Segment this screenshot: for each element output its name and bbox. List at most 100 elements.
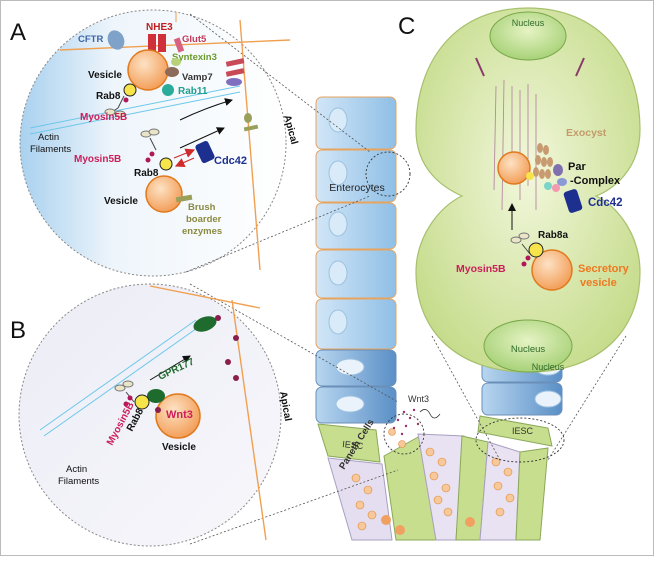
- nhe3-transporter: [158, 34, 166, 52]
- apical-label-b: Apical: [277, 391, 293, 423]
- zoom-target: [383, 413, 425, 455]
- enterocytes-label: Enterocytes: [329, 182, 384, 194]
- brush-enzyme: [244, 113, 252, 123]
- nhe3-transporter: [148, 34, 156, 52]
- cdc42-label-c: Cdc42: [588, 197, 623, 209]
- cargo-protein: [225, 58, 245, 67]
- transport-arrow: [149, 355, 191, 381]
- brush-enzyme: [243, 124, 259, 132]
- rab8-bottom-label: Rab8: [134, 168, 159, 179]
- myosin5b-top-label: Myosin5B: [80, 112, 127, 123]
- membrane-mark: [475, 57, 485, 77]
- vesicle-bottom: [145, 175, 183, 213]
- secretory-vesicle: [531, 249, 573, 291]
- myosin5b-bottom-label: Myosin5B: [74, 154, 121, 165]
- rab8a-docked: [526, 172, 534, 180]
- nucleus: [328, 160, 348, 186]
- panel-a: A NHE3 CFTR Glut5 Syntexin3 Vesicle Vamp…: [10, 9, 411, 277]
- rab11-protein: [162, 84, 174, 96]
- vesicle-docked: [497, 151, 531, 185]
- syntaxin3-label: Syntexin3: [172, 52, 217, 63]
- nucleus-bottom: [483, 319, 573, 373]
- complex-label: -Complex: [570, 175, 621, 187]
- rab8-protein-bottom: [159, 157, 173, 171]
- paneth-granules: [351, 428, 515, 531]
- rab8-top-label: Rab8: [96, 91, 121, 102]
- secretory-cell: [415, 7, 641, 373]
- rab8-protein-b: [134, 394, 150, 410]
- panel-b-letter: B: [10, 317, 26, 344]
- transport-arrow: [179, 98, 233, 121]
- vesicle-b-label: Vesicle: [162, 442, 196, 453]
- vesicle-top-label: Vesicle: [88, 70, 122, 81]
- par-protein: [552, 184, 560, 192]
- nucleus-top-label: Nucleus: [512, 18, 545, 28]
- wnt3-label: Wnt3: [408, 394, 429, 404]
- syntaxin3-protein: [171, 58, 181, 66]
- zoom-target: [365, 151, 411, 197]
- secretory-label-line1: Secretory: [578, 263, 630, 275]
- panel-a-letter: A: [10, 19, 26, 46]
- actin-filament: [29, 85, 241, 129]
- panel-b-magnifier: [18, 283, 282, 547]
- enterocyte-cell-dark: [481, 382, 563, 416]
- actin-filament: [29, 91, 241, 135]
- par-protein: [544, 182, 552, 190]
- enterocyte-cell: [315, 202, 397, 250]
- enterocyte-column: Enterocytes: [315, 96, 397, 424]
- zoom-target: [475, 417, 565, 463]
- actin-label-b-line2: Filaments: [58, 476, 99, 487]
- membrane-line: [59, 39, 291, 51]
- panel-c: C Nucleus Nucleus Nucleus Exocyst: [398, 7, 641, 463]
- vesicle-bottom-label: Vesicle: [104, 196, 138, 207]
- cftr-channel: [107, 30, 125, 50]
- panel-c-letter: C: [398, 13, 415, 40]
- panel-b: B Apical GPR177 Wnt3 Vesicle Myosin5B Ra…: [10, 283, 425, 547]
- myosin5b-motor-c: [510, 232, 531, 267]
- wnt3-secreted: [215, 315, 239, 381]
- wnt3-protein: [155, 407, 161, 413]
- cdc42-protein-c: [563, 189, 583, 213]
- interaction-arrow: [173, 148, 196, 159]
- wnt3-particles: [392, 408, 420, 436]
- par-protein: [557, 178, 567, 186]
- myosin5b-motor-top: [104, 95, 129, 118]
- zoom-line: [189, 13, 371, 153]
- iesc-cell-left: [317, 423, 381, 463]
- cdc42-label-a: Cdc42: [214, 155, 247, 167]
- brush-label-line3: enzymes: [182, 226, 222, 237]
- vesicle-b: [155, 393, 201, 439]
- gpr177-secreted: [193, 316, 217, 332]
- exocyst-complex: [533, 143, 553, 179]
- nucleus-top: [489, 11, 567, 61]
- membrane-line: [149, 285, 261, 309]
- par-label: Par: [568, 161, 586, 173]
- myosin5b-motor-bottom: [140, 128, 160, 163]
- secretory-label-line2: vesicle: [580, 277, 617, 289]
- actin-label-b-line1: Actin: [66, 464, 87, 475]
- iesc-right-label: IESC: [512, 426, 534, 436]
- exocyst-label: Exocyst: [566, 127, 607, 139]
- zoom-line: [547, 335, 627, 461]
- vamp7-label: Vamp7: [182, 72, 213, 83]
- nhe3-label: NHE3: [146, 22, 173, 33]
- myosin5b-label-c: Myosin5B: [456, 263, 506, 275]
- nucleus: [328, 107, 348, 133]
- enterocyte-cell: [315, 298, 397, 350]
- enterocyte-cell: [315, 249, 397, 299]
- vamp7-protein: [165, 67, 179, 77]
- nucleus: [335, 358, 365, 376]
- actin-label-a-line1: Actin: [38, 132, 59, 143]
- brush-label-line2: boarder: [186, 214, 222, 225]
- actin-filaments-c: [493, 79, 537, 211]
- glut5-transporter: [173, 37, 185, 53]
- crypt-base: IESC IESC Paneth Cells Wnt3: [317, 351, 563, 541]
- actin-filament: [43, 325, 201, 437]
- actin-filament: [39, 319, 197, 431]
- myosin5b-motor-b: [114, 380, 135, 407]
- rab8a-protein: [528, 242, 544, 258]
- actin-label-a-line2: Filaments: [30, 144, 71, 155]
- secretory-vesicles-small: [381, 515, 475, 535]
